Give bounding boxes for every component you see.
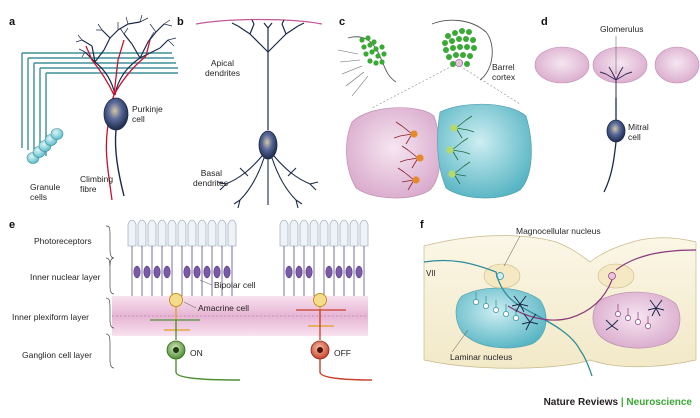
glomerulus-right	[654, 46, 700, 84]
barrel-pink	[346, 107, 441, 199]
granule-label: Granule	[30, 182, 61, 192]
barrel-teal	[437, 103, 532, 199]
laminar-neurons-right	[605, 299, 665, 331]
purkinje-label: Purkinje	[132, 104, 163, 114]
highlighted-barrel	[455, 59, 463, 67]
mitral-label: Mitral	[628, 122, 649, 132]
whisker-pad-dots	[359, 35, 387, 66]
snout-outline	[347, 36, 397, 83]
basal-dendrites	[217, 155, 319, 209]
glomerular-tuft	[599, 66, 633, 98]
layer-photoreceptors: Photoreceptors	[34, 236, 92, 246]
whiskers	[337, 49, 369, 97]
glomerulus-left	[534, 46, 590, 84]
apical-label: Apical	[211, 58, 234, 68]
panel-c-letter: c	[339, 16, 345, 28]
pial-surface	[195, 18, 323, 25]
barrel-label: Barrel	[492, 62, 515, 72]
apical-dendrites	[231, 19, 305, 130]
vii-label: VII	[426, 269, 436, 278]
magnocellular-leader	[503, 235, 521, 267]
laminar-neurons-left	[473, 292, 539, 331]
panel-f: f	[420, 219, 697, 377]
climbing-label: Climbing	[80, 174, 113, 184]
bipolar-label: Bipolar cell	[214, 280, 256, 290]
bipolar-leader	[199, 279, 213, 286]
glomerulus-label: Glomerulus	[600, 24, 643, 34]
credit-separator: |	[618, 397, 627, 408]
purkinje-label-2: cell	[132, 114, 145, 124]
panel-b: b Apical dendrites Basal dendrites	[177, 16, 323, 209]
axon-purple	[507, 279, 613, 321]
pink-barrel-neurons	[393, 121, 424, 191]
cortex-outline	[431, 19, 493, 81]
mitral-label-2: cell	[628, 132, 641, 142]
axon-teal	[423, 259, 593, 377]
panel-d: d Glomerulus Mitral cell	[534, 16, 700, 193]
panel-f-letter: f	[420, 219, 424, 231]
panel-d-letter: d	[541, 16, 548, 28]
basal-label: Basal	[201, 168, 222, 178]
purkinje-axon	[114, 129, 125, 197]
off-label: OFF	[334, 348, 351, 358]
barrel-label-2: cortex	[492, 72, 516, 82]
retina-right	[279, 219, 373, 381]
mitral-soma	[606, 119, 626, 143]
pyramidal-soma	[258, 130, 278, 160]
panel-b-letter: b	[177, 16, 184, 28]
layer-inner-plexiform: Inner plexiform layer	[12, 312, 89, 322]
purkinje-soma	[103, 97, 129, 131]
magnocellular-right	[597, 263, 635, 289]
granule-cells	[26, 128, 64, 164]
amacrine-label: Amacrine cell	[198, 303, 249, 313]
panel-a: a	[9, 14, 178, 202]
amacrine-leader	[183, 301, 197, 309]
mitral-axon	[603, 141, 617, 193]
axon-purple-upper	[615, 249, 697, 271]
panel-e: e Photoreceptors Inner nuclear layer Inn…	[9, 219, 373, 381]
granule-label-2: cells	[30, 192, 47, 202]
journal-name: Nature Reviews	[543, 397, 619, 408]
magno-neuron-right	[608, 272, 616, 280]
panel-e-letter: e	[9, 219, 15, 231]
panel-c: c Barrel cortex	[337, 16, 532, 199]
layer-ganglion: Ganglion cell layer	[22, 350, 92, 360]
laminar-label: Laminar nucleus	[450, 352, 512, 362]
magnocellular-label: Magnocellular nucleus	[516, 226, 601, 236]
climbing-label-2: fibre	[80, 184, 97, 194]
basal-label-2: dendrites	[193, 178, 228, 188]
journal-credit: Nature Reviews | Neuroscience	[544, 397, 692, 408]
layer-inner-nuclear: Inner nuclear layer	[30, 272, 101, 282]
teal-barrel-neurons	[446, 115, 475, 185]
layer-brackets	[105, 225, 115, 369]
panel-a-letter: a	[9, 16, 16, 28]
apical-label-2: dendrites	[205, 68, 240, 78]
purkinje-fine-dendrites	[75, 14, 177, 58]
retina-left	[127, 219, 241, 381]
laminar-leader	[451, 329, 469, 353]
on-label: ON	[190, 348, 203, 358]
journal-section: Neuroscience	[626, 397, 692, 408]
